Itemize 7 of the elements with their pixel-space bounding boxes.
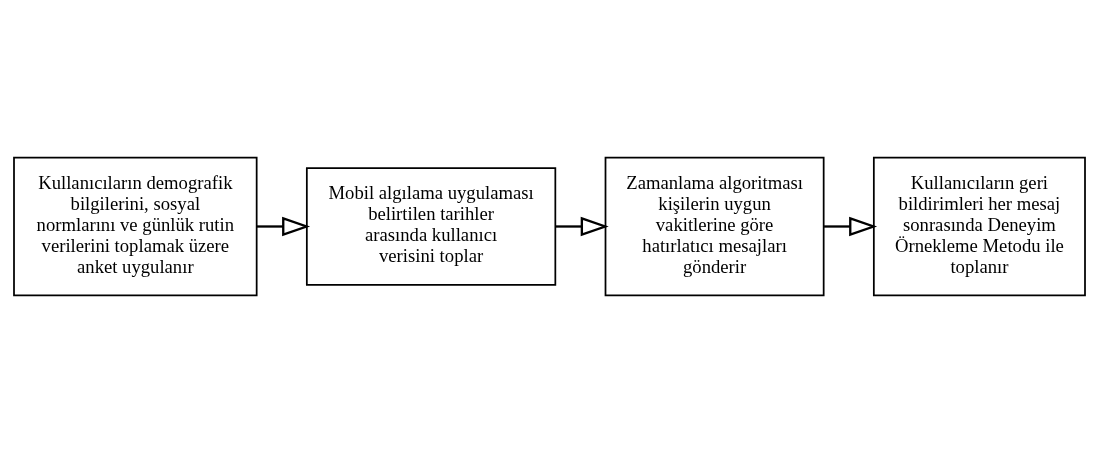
node-box: Mobil algılama uygulaması belirtilen tarihler arasında kullanıcı verisini toplar xyxy=(305,166,557,286)
arrow xyxy=(824,216,878,236)
arrow xyxy=(256,216,311,236)
node-box: Kullanıcıların geri bildirimleri her mesaj sonrasında Deneyim Örnekleme Metodu ile toplanır xyxy=(872,156,1086,296)
node-box: Zamanlama algoritması kişilerin uygun vakitlerine göre hatırlatıcı mesajları gönderir xyxy=(604,156,825,296)
arrow xyxy=(555,216,609,236)
node-box: Kullanıcıların demografik bilgilerini, sosyal normlarını ve günlük rutin verilerini toplamak üzere anket uygulanır xyxy=(13,156,258,296)
